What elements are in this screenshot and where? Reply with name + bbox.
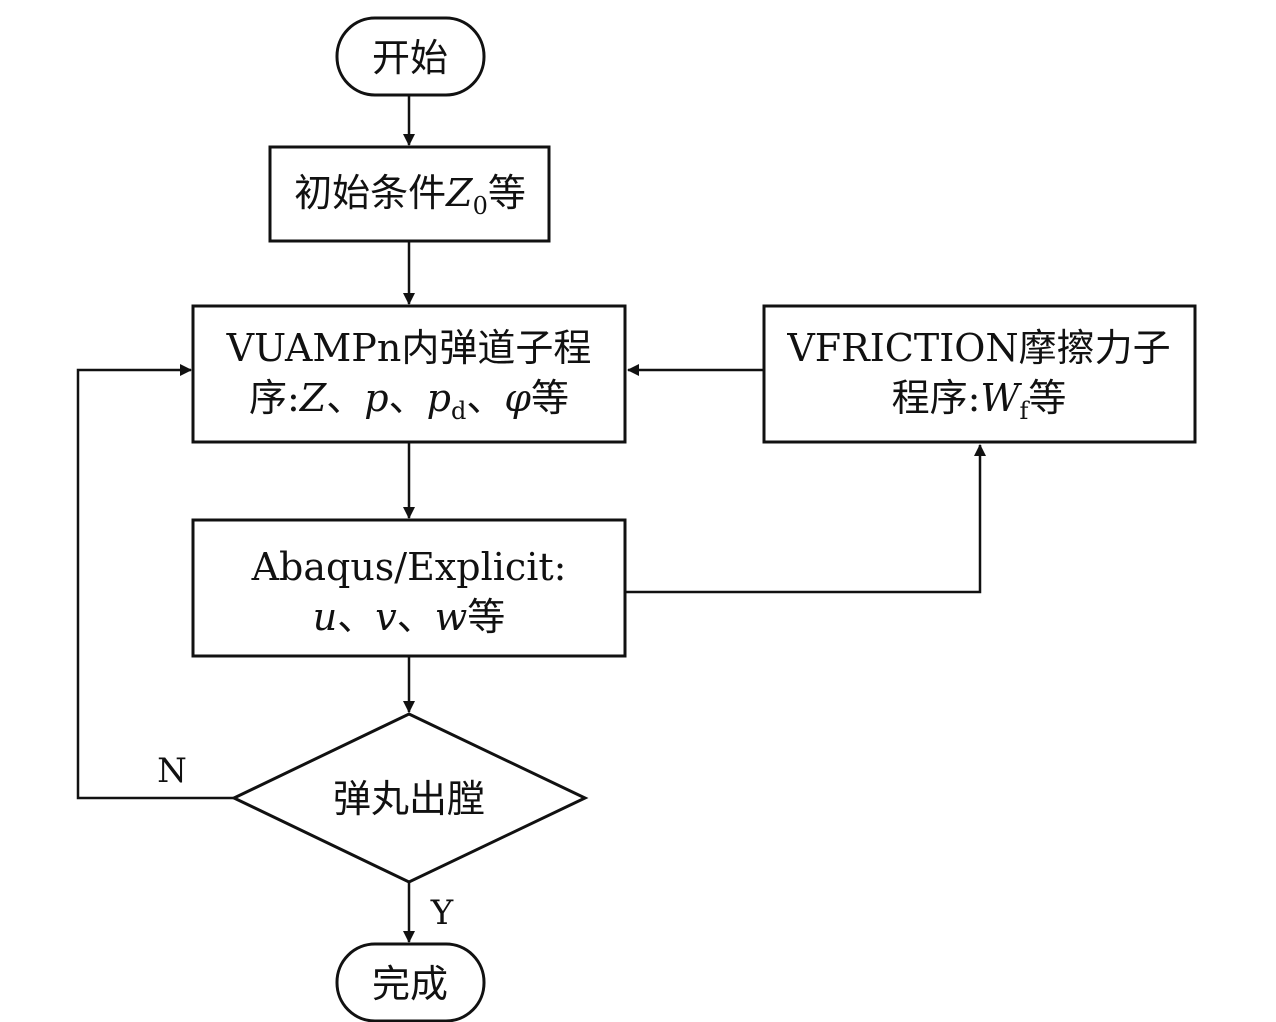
vfriction-line1: VFRICTION摩擦力子 [786,326,1170,370]
vuamp-line1: VUAMPn内弹道子程 [226,326,592,370]
decision-label: 弹丸出膛 [333,777,485,821]
abaqus-line2: u、v、w等 [313,595,506,639]
vfriction-subroutine-node: VFRICTION摩擦力子 程序:Wf等 [762,304,1197,444]
init-conditions-node: 初始条件Z0等 [268,145,551,243]
end-label: 完成 [372,962,448,1006]
vuamp-subroutine-node: VUAMPn内弹道子程 序:Z、p、pd、φ等 [191,304,627,444]
start-label: 开始 [372,36,448,80]
abaqus-line1: Abaqus/Explicit: [251,545,567,589]
vfriction-line2: 程序:Wf等 [892,376,1067,425]
init-conditions-label: 初始条件Z0等 [294,171,526,220]
end-node: 完成 [335,942,486,1022]
edge-label-yes: Y [430,893,454,933]
start-node: 开始 [335,16,486,97]
abaqus-explicit-node: Abaqus/Explicit: u、v、w等 [191,518,627,658]
arrow-decision-no-loop [76,364,234,800]
vuamp-line2: 序:Z、p、pd、φ等 [249,376,569,425]
edge-label-no: N [157,751,187,791]
arrow-abaqus-to-vfriction [626,444,986,594]
projectile-exit-decision-node: 弹丸出膛 [230,712,589,884]
